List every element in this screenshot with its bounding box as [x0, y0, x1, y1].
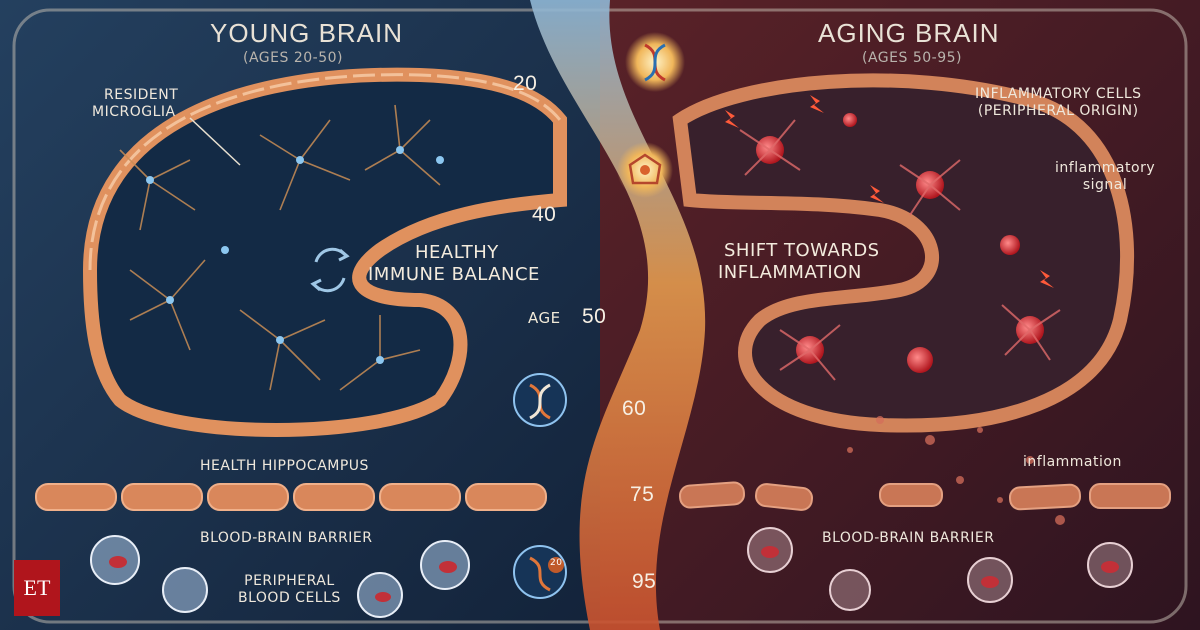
peripheral-blood-label: PERIPHERAL BLOOD CELLS	[238, 573, 341, 606]
young-barrier-cells	[35, 483, 547, 511]
age-label: AGE	[528, 309, 561, 327]
inflammation-label: inflammation	[1023, 454, 1122, 470]
young-brain-title: YOUNG BRAIN	[210, 18, 404, 48]
cell-spikes	[739, 119, 1061, 381]
age-tick-60: 60	[622, 397, 647, 420]
shift-inflammation-label: SHIFT TOWARDS INFLAMMATION	[718, 240, 880, 283]
et-logo: ET	[14, 560, 60, 616]
dna-badge-icon	[513, 545, 567, 599]
age-tick-95: 95	[632, 570, 657, 593]
young-brain-subtitle: (AGES 20-50)	[243, 50, 343, 66]
age-tick-75: 75	[630, 483, 655, 506]
aging-brain-title: AGING BRAIN	[818, 18, 1000, 48]
healthy-balance-label: HEALTHY	[415, 242, 499, 263]
dna-icon	[625, 32, 685, 92]
aging-barrier-label: BLOOD-BRAIN BARRIER	[822, 530, 995, 546]
aging-blood-cells	[747, 527, 1133, 611]
inflammatory-cells-label: INFLAMMATORY CELLS (PERIPHERAL ORIGIN)	[975, 86, 1142, 119]
inflammatory-signal-label: inflammatory signal	[1055, 160, 1156, 193]
health-hippocampus-label: HEALTH HIPPOCAMPUS	[200, 458, 369, 474]
aging-hippocampus	[672, 73, 1135, 433]
peripheral-blood-cells	[90, 535, 470, 618]
dna-badge-icon	[513, 373, 567, 427]
cycle-arrows-icon	[310, 247, 350, 293]
age-tick-50: 50	[582, 305, 607, 328]
immune-balance-label: IMMUNE BALANCE	[368, 264, 540, 285]
resident-microglia-label: RESIDENT MICROGLIA	[92, 87, 179, 120]
age-tick-20: 20	[513, 72, 538, 95]
young-barrier-label: BLOOD-BRAIN BARRIER	[200, 530, 373, 546]
aging-brain-subtitle: (AGES 50-95)	[862, 50, 962, 66]
debris-particles	[847, 416, 1065, 525]
dna-badge-number: 20	[550, 558, 563, 568]
age-tick-40: 40	[532, 203, 557, 226]
microglia-network	[119, 104, 441, 391]
microglia-nuclei	[146, 146, 444, 364]
age-timeline-band	[530, 0, 706, 630]
aging-barrier-cells	[678, 481, 1171, 511]
inflammation-sparks	[725, 95, 1054, 288]
molecule-icon	[617, 142, 673, 198]
